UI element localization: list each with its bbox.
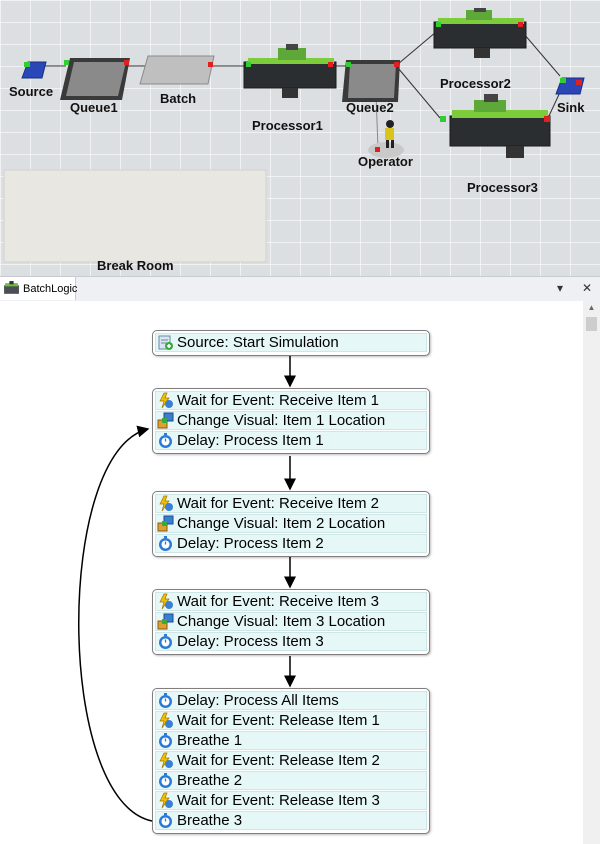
- activity-label: Change Visual: Item 2 Location: [177, 515, 386, 532]
- processor2-object[interactable]: [433, 8, 527, 58]
- wait-event-icon: [159, 712, 173, 729]
- source-block[interactable]: Source: Start Simulation: [152, 330, 430, 356]
- activity-label: Delay: Process All Items: [177, 692, 339, 709]
- activity-wait-receive-3[interactable]: Wait for Event: Receive Item 3: [155, 592, 427, 611]
- object-connectors: [44, 31, 563, 149]
- activity-delay-2[interactable]: Delay: Process Item 2: [155, 534, 427, 553]
- wait-event-icon: [159, 593, 173, 610]
- operator-object[interactable]: [368, 120, 404, 158]
- receive-item-2-block[interactable]: Wait for Event: Receive Item 2 Change Vi…: [152, 491, 430, 557]
- activity-label: Delay: Process Item 1: [177, 432, 324, 449]
- activity-label: Source: Start Simulation: [177, 334, 339, 351]
- activity-label: Delay: Process Item 3: [177, 633, 324, 650]
- activity-wait-receive-1[interactable]: Wait for Event: Receive Item 1: [155, 391, 427, 410]
- delay-icon: [159, 733, 172, 748]
- processor3-label: Processor3: [467, 180, 538, 195]
- change-visual-icon: [157, 613, 174, 630]
- activity-label: Breathe 3: [177, 812, 243, 829]
- operator-label: Operator: [358, 154, 413, 169]
- batch-label: Batch: [160, 91, 197, 106]
- activity-breathe-2[interactable]: Breathe 2: [155, 771, 427, 790]
- delay-icon: [159, 693, 172, 708]
- document-tab-bar: BatchLogic ▾ ✕: [0, 276, 600, 302]
- wait-event-icon: [159, 752, 173, 769]
- delay-icon: [159, 536, 172, 551]
- process-flow-canvas[interactable]: Source: Start Simulation Wait for Event:…: [0, 301, 600, 844]
- batch-object[interactable]: [139, 55, 215, 85]
- processor1-object[interactable]: [243, 44, 337, 98]
- activity-label: Wait for Event: Receive Item 2: [177, 495, 380, 512]
- source-object[interactable]: [21, 61, 47, 79]
- activity-label: Breathe 2: [177, 772, 243, 789]
- delay-icon: [159, 813, 172, 828]
- tab-batchlogic[interactable]: BatchLogic: [0, 277, 78, 300]
- scroll-up-icon[interactable]: ▲: [587, 303, 596, 312]
- delay-icon: [159, 634, 172, 649]
- change-visual-icon: [157, 515, 174, 532]
- activity-source-start[interactable]: Source: Start Simulation: [155, 333, 427, 352]
- source-label: Source: [9, 84, 54, 99]
- wait-event-icon: [159, 495, 173, 512]
- activity-wait-receive-2[interactable]: Wait for Event: Receive Item 2: [155, 494, 427, 513]
- model-scene: [3, 8, 585, 263]
- activity-delay-process-all[interactable]: Delay: Process All Items: [155, 691, 427, 710]
- queue1-object[interactable]: [60, 58, 130, 100]
- activity-change-visual-3[interactable]: Change Visual: Item 3 Location: [155, 612, 427, 631]
- receive-item-1-block[interactable]: Wait for Event: Receive Item 1 Change Vi…: [152, 388, 430, 454]
- sink-label: Sink: [557, 100, 585, 115]
- tab-title: BatchLogic: [23, 282, 78, 295]
- activity-delay-3[interactable]: Delay: Process Item 3: [155, 632, 427, 651]
- vertical-scrollbar[interactable]: ▲: [583, 301, 600, 844]
- wait-event-icon: [159, 792, 173, 809]
- queue2-label: Queue2: [346, 100, 394, 115]
- activity-delay-1[interactable]: Delay: Process Item 1: [155, 431, 427, 450]
- activity-label: Change Visual: Item 3 Location: [177, 613, 386, 630]
- activity-breathe-1[interactable]: Breathe 1: [155, 731, 427, 750]
- change-visual-icon: [157, 412, 174, 429]
- delay-icon: [159, 773, 172, 788]
- delay-icon: [159, 433, 172, 448]
- model-3d-view[interactable]: Source Queue1 Batch Processor1 Queue2 Op…: [0, 0, 600, 276]
- receive-item-3-block[interactable]: Wait for Event: Receive Item 3 Change Vi…: [152, 589, 430, 655]
- processor3-object[interactable]: [440, 94, 551, 158]
- activity-label: Delay: Process Item 2: [177, 535, 324, 552]
- queue1-label: Queue1: [70, 100, 118, 115]
- tab-dropdown-icon[interactable]: ▾: [557, 281, 564, 295]
- activity-wait-release-1[interactable]: Wait for Event: Release Item 1: [155, 711, 427, 730]
- activity-label: Wait for Event: Receive Item 1: [177, 392, 380, 409]
- activity-label: Change Visual: Item 1 Location: [177, 412, 386, 429]
- activity-breathe-3[interactable]: Breathe 3: [155, 811, 427, 830]
- break-room-floor[interactable]: [3, 169, 267, 263]
- break-room-label: Break Room: [97, 258, 174, 273]
- activity-label: Wait for Event: Release Item 3: [177, 792, 380, 809]
- activity-label: Wait for Event: Release Item 2: [177, 752, 380, 769]
- activity-change-visual-2[interactable]: Change Visual: Item 2 Location: [155, 514, 427, 533]
- processor2-label: Processor2: [440, 76, 511, 91]
- source-icon: [158, 335, 173, 350]
- activity-label: Breathe 1: [177, 732, 243, 749]
- process-flow-icon: [4, 281, 19, 294]
- activity-wait-release-2[interactable]: Wait for Event: Release Item 2: [155, 751, 427, 770]
- queue2-object[interactable]: [342, 60, 400, 102]
- activity-label: Wait for Event: Release Item 1: [177, 712, 380, 729]
- scroll-thumb[interactable]: [586, 317, 597, 331]
- activity-wait-release-3[interactable]: Wait for Event: Release Item 3: [155, 791, 427, 810]
- release-items-block[interactable]: Delay: Process All Items Wait for Event:…: [152, 688, 430, 834]
- close-icon[interactable]: ✕: [582, 281, 593, 295]
- flow-connectors: [78, 353, 296, 822]
- processor1-label: Processor1: [252, 118, 323, 133]
- activity-label: Wait for Event: Receive Item 3: [177, 593, 380, 610]
- wait-event-icon: [159, 392, 173, 409]
- activity-change-visual-1[interactable]: Change Visual: Item 1 Location: [155, 411, 427, 430]
- sink-object[interactable]: [555, 77, 585, 95]
